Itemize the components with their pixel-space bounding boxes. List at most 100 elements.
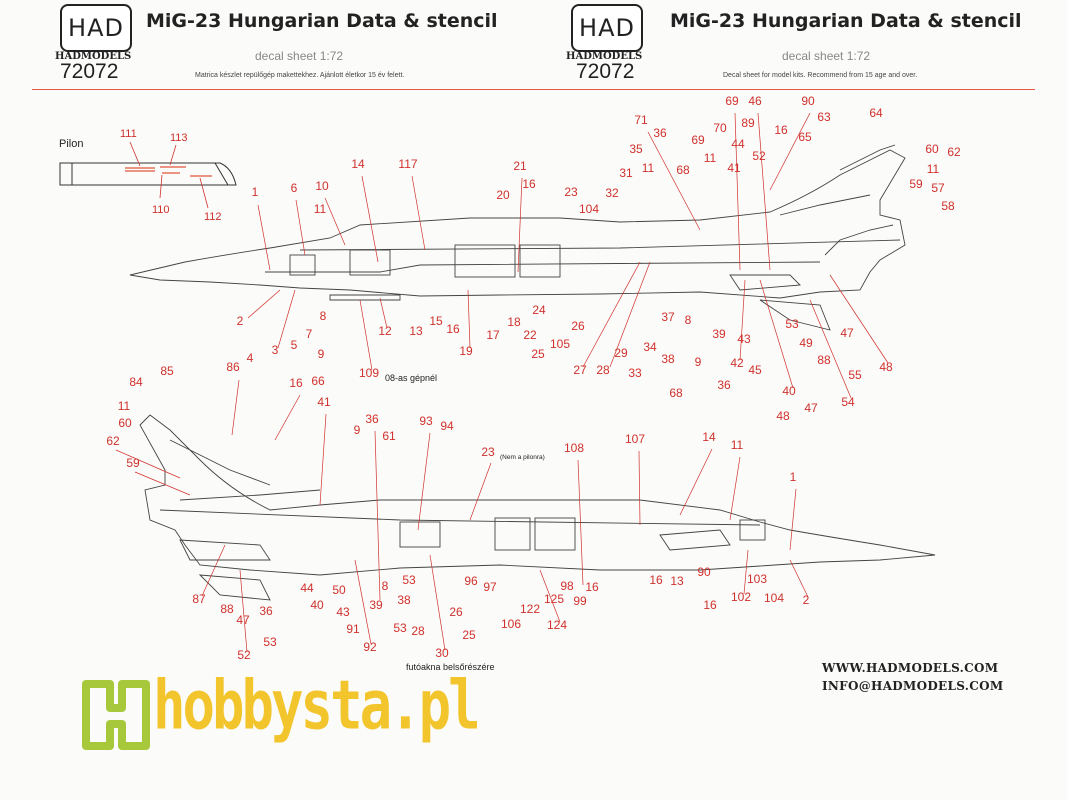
- product-code: 72072: [576, 60, 635, 83]
- callout-number: 43: [737, 332, 751, 346]
- callout-number: 61: [382, 429, 396, 443]
- callout-number: 38: [661, 352, 675, 366]
- callout-number: 10: [315, 179, 329, 193]
- callout-number: 53: [393, 621, 407, 635]
- sheet-subtitle: decal sheet 1:72: [782, 49, 871, 63]
- callout-number: 98: [560, 579, 574, 593]
- callout-number: 9: [318, 347, 325, 361]
- callout-number: 9: [354, 423, 361, 437]
- callout-number: 27: [573, 363, 587, 377]
- callout-number: 88: [220, 602, 234, 616]
- callout-number: 21: [513, 159, 527, 173]
- callout-number: 57: [931, 181, 945, 195]
- callout-number: 62: [106, 434, 120, 448]
- callout-number: 93: [419, 414, 433, 428]
- sheet-subtitle: decal sheet 1:72: [255, 49, 344, 63]
- callout-number: 99: [573, 594, 587, 608]
- callout-number: 105: [550, 337, 570, 351]
- callout-number: 107: [625, 432, 645, 446]
- callout-number: 13: [670, 574, 684, 588]
- callout-number: 36: [717, 378, 731, 392]
- callout-number: 64: [869, 106, 883, 120]
- callout-number: 35: [629, 142, 643, 156]
- brand-name: HADMODELS: [566, 51, 643, 62]
- callout-number: 6: [291, 181, 298, 195]
- callout-number: 50: [332, 583, 346, 597]
- callout-number: 90: [697, 565, 711, 579]
- callout-number: 23: [481, 445, 495, 459]
- header-divider: [32, 89, 1035, 90]
- callout-number: 39: [712, 327, 726, 341]
- callout-number: 24: [532, 303, 546, 317]
- callout-number: 70: [713, 121, 727, 135]
- callout-number: 49: [799, 336, 813, 350]
- callout-number: 14: [702, 430, 716, 444]
- callout-number: 96: [464, 574, 478, 588]
- brand-name: HADMODELS: [55, 51, 132, 62]
- sheet-note: Matrica készlet repülőgép makettekhez. A…: [195, 72, 405, 79]
- callout-number: 45: [748, 363, 762, 377]
- callout-number: 91: [346, 622, 360, 636]
- callout-number: 16: [703, 598, 717, 612]
- callout-number: 1: [252, 185, 259, 199]
- callout-label: 112: [204, 211, 222, 223]
- callout-number: 2: [803, 593, 810, 607]
- callout-number: 11: [118, 399, 131, 413]
- callout-number: 36: [365, 412, 379, 426]
- callout-number: 47: [236, 613, 250, 627]
- website-link[interactable]: WWW.HADMODELS.COM: [822, 661, 999, 675]
- callout-number: 16: [289, 376, 303, 390]
- gear-bay-note: futóakna belsőrészére: [406, 662, 495, 672]
- callout-number: 53: [402, 573, 416, 587]
- callout-number: 104: [579, 202, 599, 216]
- callout-number: 16: [522, 177, 536, 191]
- callout-number: 69: [691, 133, 705, 147]
- callout-number: 55: [848, 368, 862, 382]
- callout-number: 19: [459, 344, 473, 358]
- email-link[interactable]: INFO@HADMODELS.COM: [822, 679, 1004, 693]
- callout-number: 37: [661, 310, 675, 324]
- callout-number: 12: [378, 324, 392, 338]
- callout-label: 113: [170, 132, 188, 144]
- callout-number: 84: [129, 375, 143, 389]
- pylon-label: Pilon: [59, 138, 83, 150]
- callout-number: 65: [798, 130, 812, 144]
- callout-number: 33: [628, 366, 642, 380]
- callout-number: 124: [547, 618, 567, 632]
- callout-leaders: [115, 112, 889, 653]
- callout-number: 46: [748, 94, 762, 108]
- callout-number: 42: [730, 356, 744, 370]
- callout-number: 7: [306, 327, 313, 341]
- callout-number: 30: [435, 646, 449, 660]
- callout-number: 68: [676, 163, 690, 177]
- callout-number: 47: [840, 326, 854, 340]
- sheet-note: Decal sheet for model kits. Recommend fr…: [723, 72, 918, 79]
- callout-number: 44: [731, 137, 745, 151]
- callout-number: 47: [804, 401, 818, 415]
- pylon-callouts: 111 113 110 112: [120, 128, 222, 223]
- callout-number: 90: [801, 94, 815, 108]
- watermark-text: hobbysta.pl: [153, 666, 481, 745]
- callout-number: 106: [501, 617, 521, 631]
- callout-number: 8: [320, 309, 327, 323]
- callout-number: 22: [523, 328, 537, 342]
- upper-aircraft-outline: [129, 144, 906, 331]
- callout-number: 48: [879, 360, 893, 374]
- callout-number: 39: [369, 598, 383, 612]
- callout-number: 40: [310, 598, 324, 612]
- callout-number: 69: [725, 94, 739, 108]
- callout-number: 103: [747, 572, 767, 586]
- callout-number: 68: [669, 386, 683, 400]
- callout-number: 36: [259, 604, 273, 618]
- callout-number: 25: [531, 347, 545, 361]
- callout-number: 11: [927, 162, 940, 176]
- callout-number: 41: [727, 161, 741, 175]
- callout-number: 52: [237, 648, 251, 662]
- callout-number: 59: [126, 456, 140, 470]
- callout-number: 3: [272, 343, 279, 357]
- callout-number: 4: [247, 351, 254, 365]
- callout-number: 86: [226, 360, 240, 374]
- callout-number: 59: [909, 177, 923, 191]
